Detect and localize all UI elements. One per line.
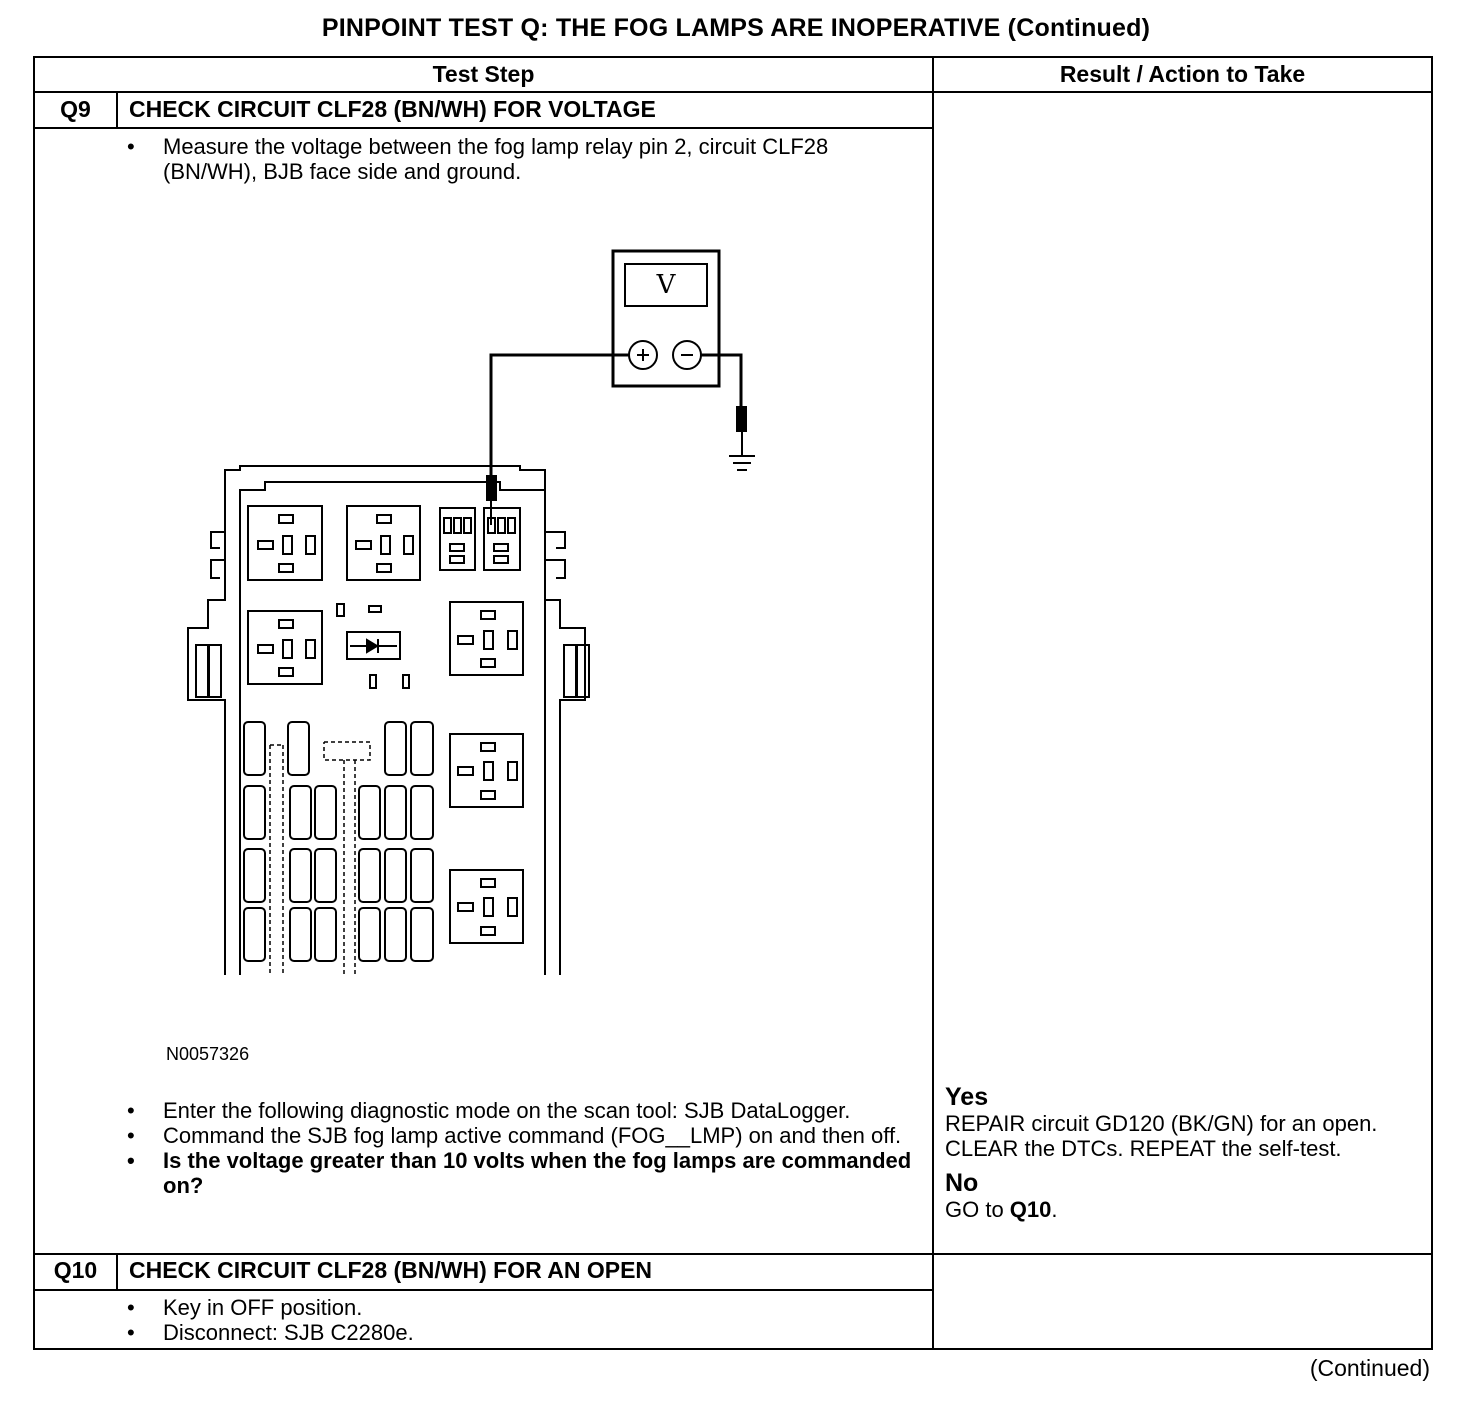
relay-5 bbox=[449, 733, 524, 808]
voltmeter-label: V bbox=[656, 270, 677, 300]
relay-1 bbox=[247, 505, 323, 581]
bullet-icon: • bbox=[127, 1098, 135, 1123]
fuse-array bbox=[243, 721, 434, 962]
q9-result-actions: Yes REPAIR circuit GD120 (BK/GN) for an … bbox=[945, 1083, 1415, 1223]
pinpoint-test-table: Test Step Result / Action to Take Q9 CHE… bbox=[33, 56, 1433, 1350]
step-id-q10: Q10 bbox=[53, 1257, 98, 1283]
list-item: • Disconnect: SJB C2280e. bbox=[127, 1320, 414, 1345]
continued-label: (Continued) bbox=[1309, 1355, 1430, 1381]
bullet-icon: • bbox=[127, 1148, 135, 1173]
list-item: • Enter the following diagnostic mode on… bbox=[127, 1098, 851, 1123]
link-q10[interactable]: Q10 bbox=[1009, 1197, 1052, 1222]
ground-icon bbox=[729, 406, 755, 471]
header-test-step: Test Step bbox=[432, 61, 535, 87]
step-id-q9: Q9 bbox=[60, 96, 91, 122]
q10-instructions: • Key in OFF position. • Disconnect: SJB… bbox=[127, 1295, 887, 1345]
no-label: No bbox=[945, 1169, 979, 1197]
bullet-icon: • bbox=[127, 134, 135, 159]
bullet-icon: • bbox=[127, 1320, 135, 1345]
step-title-q10: CHECK CIRCUIT CLF28 (BN/WH) FOR AN OPEN bbox=[129, 1257, 653, 1283]
header-result-action: Result / Action to Take bbox=[1059, 61, 1306, 87]
list-item: • Key in OFF position. bbox=[127, 1295, 363, 1320]
list-item: • Measure the voltage between the fog la… bbox=[127, 134, 829, 184]
relay-6 bbox=[449, 869, 524, 944]
yes-action: REPAIR circuit GD120 (BK/GN) for an open… bbox=[945, 1111, 1378, 1161]
q9-instructions-top: • Measure the voltage between the fog la… bbox=[127, 134, 887, 184]
figure-number: N0057326 bbox=[166, 1044, 250, 1064]
bjb-fuse-box-icon bbox=[187, 465, 590, 975]
list-item: • Command the SJB fog lamp active comman… bbox=[127, 1123, 902, 1148]
bullet-icon: • bbox=[127, 1123, 135, 1148]
mini-relay-1 bbox=[439, 507, 476, 571]
bullet-icon: • bbox=[127, 1295, 135, 1320]
mini-relay-2 bbox=[483, 507, 521, 571]
list-item: • Is the voltage greater than 10 volts w… bbox=[127, 1148, 912, 1198]
no-action: GO to Q10. bbox=[945, 1197, 1058, 1222]
relay-4 bbox=[449, 601, 524, 676]
relay-2 bbox=[346, 505, 421, 581]
voltmeter-bjb-diagram: V bbox=[187, 249, 755, 975]
page-title: PINPOINT TEST Q: THE FOG LAMPS ARE INOPE… bbox=[321, 14, 1151, 42]
q9-instructions-bottom: • Enter the following diagnostic mode on… bbox=[127, 1098, 917, 1198]
yes-label: Yes bbox=[945, 1083, 989, 1111]
step-title-q9: CHECK CIRCUIT CLF28 (BN/WH) FOR VOLTAGE bbox=[129, 96, 656, 122]
relay-3 bbox=[247, 610, 323, 685]
diode-icon bbox=[336, 603, 410, 689]
